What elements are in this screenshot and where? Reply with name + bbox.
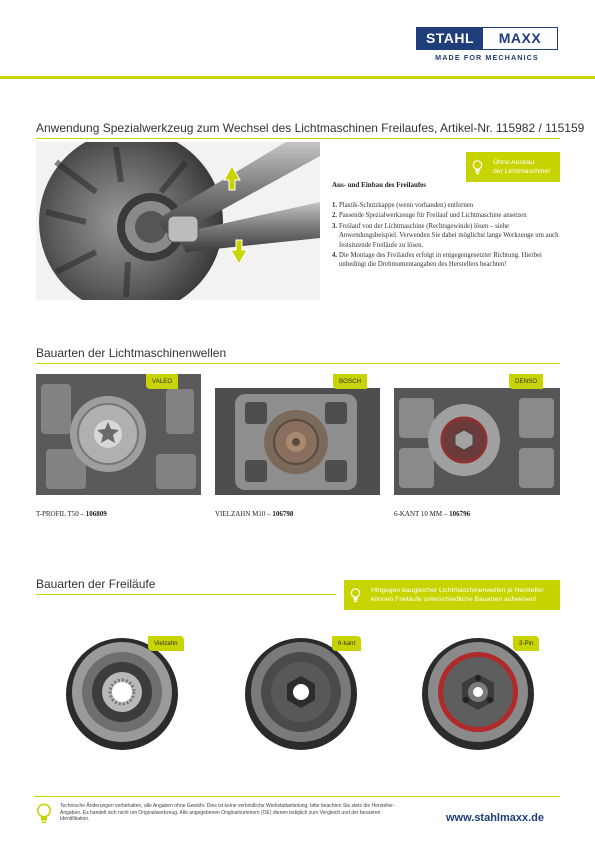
- logo-tagline: MADE FOR MECHANICS: [435, 53, 539, 62]
- step-text: Plastik-Schutzkappe (wenn vorhanden) ent…: [339, 202, 474, 209]
- step-item: 3.Freilauf von der Lichtmaschine (Rechts…: [332, 222, 560, 250]
- tag-6kant: 6-kant: [332, 636, 362, 651]
- caption-name: 6-KANT 10 MM –: [394, 510, 448, 518]
- callout-line1: Ohne Ausbau: [493, 159, 535, 166]
- section2-title: Bauarten der Lichtmaschinenwellen: [36, 346, 227, 360]
- tag-vielzahn: Vielzahn: [148, 636, 184, 651]
- footer-disclaimer: Technische Änderungen vorbehalten, alle …: [60, 803, 395, 823]
- caption-number: 106798: [272, 510, 294, 518]
- application-photo: [36, 142, 320, 300]
- shaft-image-denso: [394, 388, 560, 495]
- caption-denso: 6-KANT 10 MM – 106796: [394, 510, 470, 518]
- section2-divider: [36, 363, 560, 364]
- logo-box: STAHL MAXX: [416, 27, 558, 50]
- caption-number: 106809: [85, 510, 107, 518]
- tag-denso: DENSO: [509, 374, 544, 389]
- bulb-icon: [344, 580, 366, 610]
- step-text: Die Montage des Freilaufes erfolgt in en…: [339, 252, 542, 269]
- shaft-image-valeo: [36, 374, 201, 495]
- step-number: 2.: [332, 212, 338, 220]
- shaft-image-bosch: [215, 388, 380, 495]
- shaft-photo-bosch: [215, 388, 380, 495]
- caption-bosch: VIELZAHN M10 – 106798: [215, 510, 293, 518]
- callout-no-removal: Ohne Ausbau der Lichtmaschine!: [466, 152, 560, 182]
- tag-bosch: BOSCH: [333, 374, 368, 389]
- steps-list: 1.Plastik-Schutzkappe (wenn vorhanden) e…: [332, 201, 560, 271]
- freewheel-image-6kant: [245, 638, 357, 750]
- step-text: Passende Spezialwerkzeuge für Freilauf u…: [339, 212, 527, 220]
- steps-title: Aus- und Einbau des Freilaufes: [332, 181, 427, 189]
- callout-text: Hingegen baugleicher Lichtmaschinenwelle…: [366, 586, 550, 604]
- section1-title: Anwendung Spezialwerkzeug zum Wechsel de…: [36, 121, 585, 135]
- header-rule: [0, 76, 595, 79]
- alternator-tool-image: [36, 142, 320, 300]
- logo-maxx: MAXX: [498, 30, 542, 46]
- step-number: 4.: [332, 252, 338, 260]
- logo-stahl: STAHL: [417, 28, 483, 49]
- caption-name: VIELZAHN M10 –: [215, 510, 271, 518]
- bulb-icon: [37, 803, 51, 823]
- section3-divider: [36, 594, 336, 595]
- caption-number: 106796: [449, 510, 471, 518]
- section3-title: Bauarten der Freiläufe: [36, 577, 156, 591]
- callout-different-types: Hingegen baugleicher Lichtmaschinenwelle…: [344, 580, 560, 610]
- callout-line2: können Freiläufe unterschiedliche Bauart…: [371, 596, 537, 603]
- step-item: 1.Plastik-Schutzkappe (wenn vorhanden) e…: [332, 201, 560, 210]
- tag-3pin: 3-Pin: [513, 636, 540, 651]
- freewheel-image-vielzahn: [66, 638, 178, 750]
- caption-name: T-PROFIL T50 –: [36, 510, 84, 518]
- footer-website-link[interactable]: www.stahlmaxx.de: [446, 812, 545, 824]
- bulb-icon: [466, 152, 488, 182]
- step-item: 2.Passende Spezialwerkzeuge für Freilauf…: [332, 211, 560, 220]
- brand-logo: STAHL MAXX MADE FOR MECHANICS: [416, 27, 558, 62]
- step-item: 4.Die Montage des Freilaufes erfolgt in …: [332, 251, 560, 270]
- step-number: 3.: [332, 222, 338, 230]
- tag-valeo: VALEO: [146, 374, 179, 389]
- callout-line1: Hingegen baugleicher Lichtmaschinenwelle…: [371, 587, 546, 594]
- footer-divider: [34, 796, 560, 797]
- freewheel-image-3pin: [422, 638, 534, 750]
- callout-text: Ohne Ausbau der Lichtmaschine!: [488, 158, 555, 176]
- shaft-photo-valeo: [36, 374, 201, 495]
- step-number: 1.: [332, 202, 338, 209]
- caption-valeo: T-PROFIL T50 – 106809: [36, 510, 107, 518]
- callout-line2: der Lichtmaschine!: [493, 168, 551, 175]
- step-text: Freilauf von der Lichtmaschine (Rechtsge…: [339, 222, 559, 249]
- section1-divider: [36, 138, 560, 139]
- shaft-photo-denso: [394, 388, 560, 495]
